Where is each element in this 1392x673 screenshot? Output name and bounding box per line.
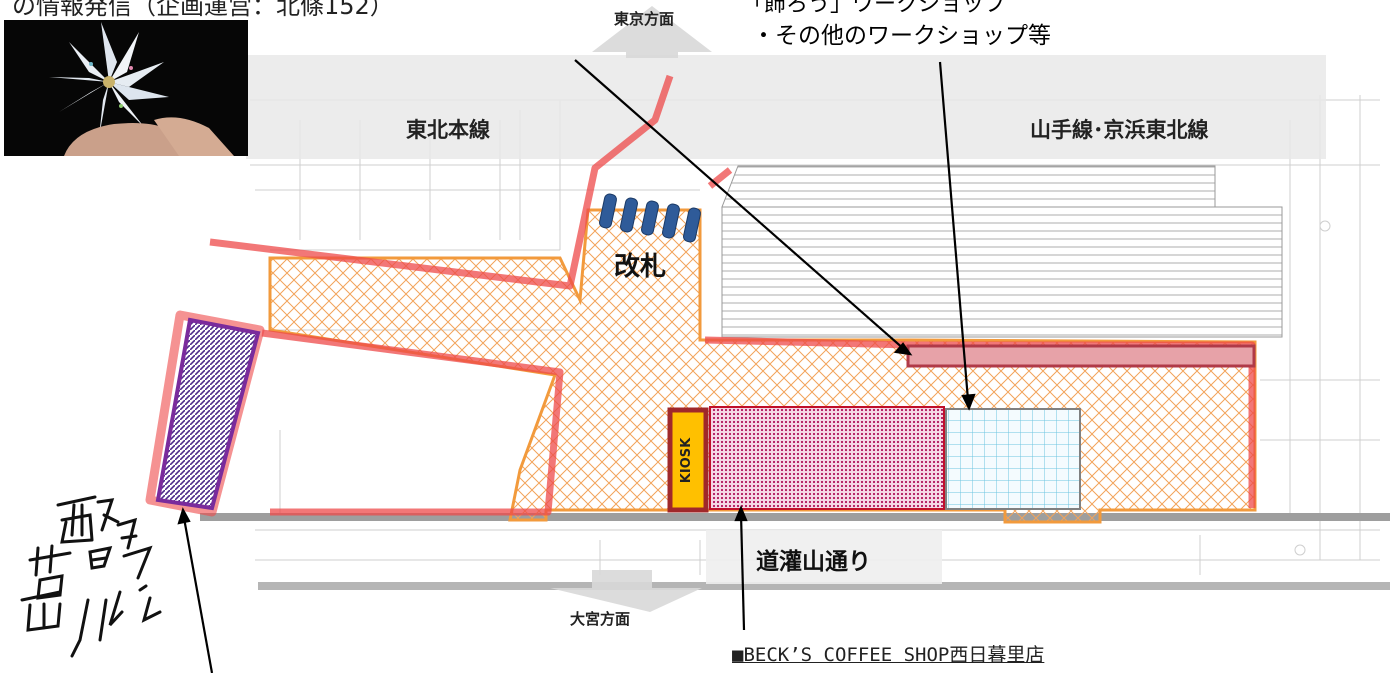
event-area-outline-left-zone — [145, 310, 265, 517]
gate-5 — [683, 207, 701, 243]
arrowhead-1 — [893, 342, 913, 356]
workshop-text-1: 「飾ろう」ワークショップ — [742, 0, 1007, 17]
pink-bar-zone — [906, 344, 1256, 368]
ticket-gate-label: 改札 — [614, 252, 667, 282]
direction-south-label: 大宮方面 — [570, 610, 631, 628]
rail-line-right: 山手線･京浜東北線 — [1030, 118, 1209, 142]
kiosk-label: KIOSK — [679, 437, 695, 483]
paper-flower-image — [4, 20, 248, 156]
rail-band — [246, 55, 1326, 159]
paper-flower-photo — [4, 20, 248, 156]
hand-shape-right — [154, 117, 234, 156]
workshop-text-2: ・その他のワークショップ等 — [752, 23, 1051, 49]
gate-1 — [599, 193, 617, 229]
leader-arrows — [177, 59, 976, 673]
gate-2 — [620, 197, 638, 233]
hand-shape — [64, 123, 194, 156]
workshop-zone — [945, 408, 1081, 510]
direction-north-label: 東京方面 — [614, 10, 675, 28]
base-plan-drawing — [250, 95, 1380, 575]
scramble-logo — [20, 495, 162, 658]
road-edge-bottom — [258, 582, 1390, 590]
arrowhead-4 — [177, 507, 191, 525]
info-text: の情報発信（企画運営：北條152） — [12, 0, 394, 20]
rail-line-left: 東北本線 — [406, 118, 490, 142]
event-area-outline-lower — [261, 329, 564, 516]
road-edge-top — [200, 513, 1390, 521]
flower-petals — [49, 22, 169, 137]
street-label-bg — [706, 530, 942, 584]
event-area-outline — [209, 74, 674, 290]
gate-4 — [662, 203, 680, 239]
station-building-upper — [721, 165, 1216, 208]
ticket-gates — [599, 193, 701, 243]
arrowhead-3 — [734, 505, 748, 522]
becks-coffee-label: ■BECK’S COFFEE SHOP西日暮里店 — [732, 644, 1045, 666]
kiosk-label-box: KIOSK — [672, 414, 702, 506]
arrowhead-2 — [961, 393, 976, 411]
becks-zone — [709, 406, 945, 510]
purple-zone — [155, 317, 261, 511]
station-building — [721, 206, 1283, 338]
arrow-up-icon — [592, 6, 712, 58]
street-name: 道灌山通り — [756, 549, 871, 575]
arrow-down-icon — [550, 570, 702, 612]
kiosk-box — [667, 407, 709, 513]
gate-3 — [641, 200, 659, 236]
